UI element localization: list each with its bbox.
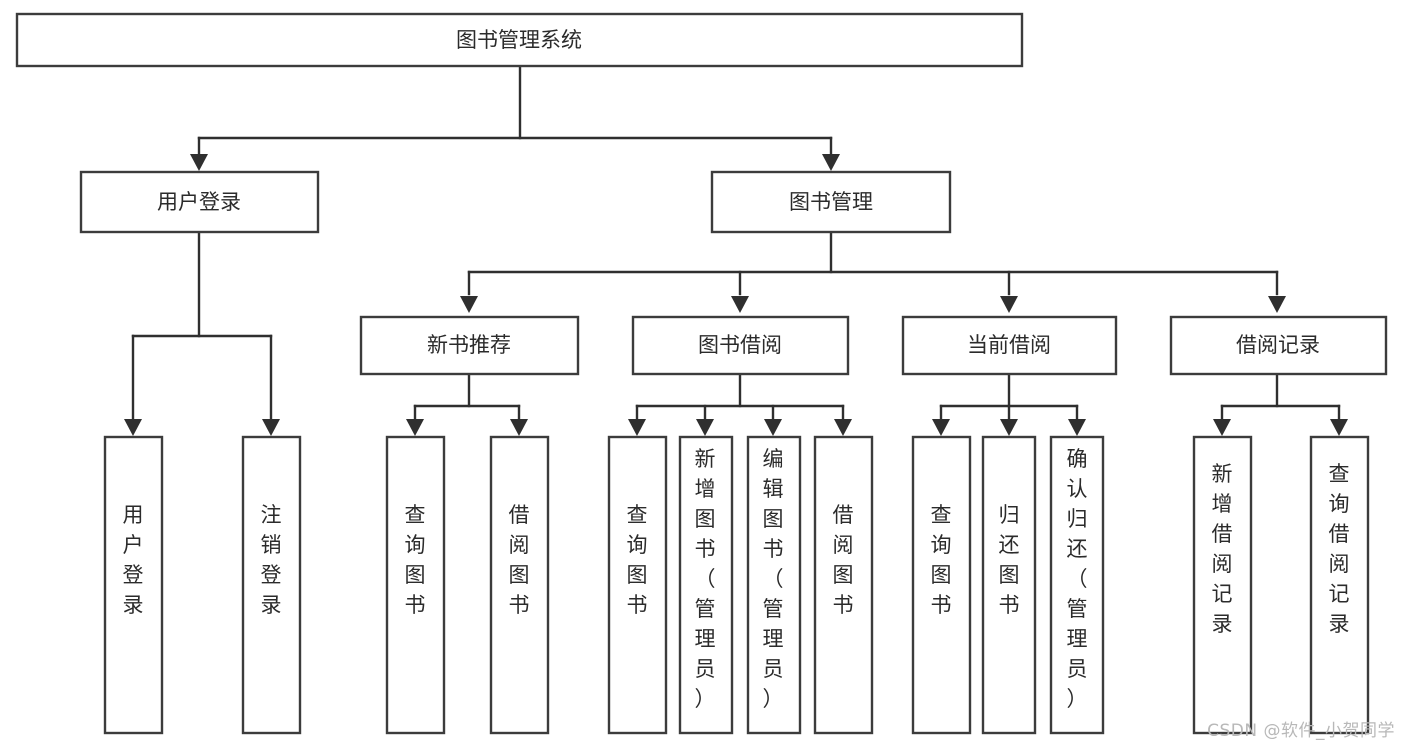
node-book-management-box[interactable] [710, 170, 952, 234]
node-current-borrow-label: 当前借阅 [967, 333, 1051, 357]
arrowhead-to-leaf-borrow-book-a [510, 419, 528, 436]
node-book-borrow-box[interactable] [631, 315, 850, 376]
arrowhead-to-leaf-add-book [696, 419, 714, 436]
node-root-label: 图书管理系统 [456, 28, 582, 52]
node-leaf-query-book-a-box[interactable] [385, 435, 446, 735]
node-book-borrow-label: 图书借阅 [698, 333, 782, 357]
node-new-book-recommend-label: 新书推荐 [427, 333, 511, 357]
arrowhead-to-leaf-query-record [1330, 419, 1348, 436]
connector-group-bookborrow-to-leaves [628, 373, 852, 436]
arrowhead-to-leaf-query-book-b [628, 419, 646, 436]
node-leaf-add-book-box[interactable] [678, 435, 734, 735]
arrowhead-to-book-management [822, 154, 840, 171]
arrowhead-to-leaf-borrow-book-b [834, 419, 852, 436]
node-book-management-label: 图书管理 [789, 190, 873, 214]
connector-group-root-to-level2 [190, 64, 840, 171]
node-leaf-query-book-a[interactable]: 查询图书 [385, 435, 446, 735]
arrowhead-to-leaf-return-book [1000, 419, 1018, 436]
node-current-borrow-box[interactable] [901, 315, 1118, 376]
arrowhead-to-leaf-user-login [124, 419, 142, 436]
node-leaf-query-record-label: 查询借阅记录 [1329, 462, 1350, 636]
node-leaf-logout-label: 注销登录 [261, 503, 282, 617]
node-leaf-user-login-label: 用户登录 [123, 503, 144, 617]
node-leaf-query-record[interactable]: 查询借阅记录 [1309, 435, 1370, 735]
node-leaf-query-book-c[interactable]: 查询图书 [911, 435, 972, 735]
node-leaf-logout-box[interactable] [241, 435, 302, 735]
node-leaf-borrow-book-b-label: 借阅图书 [833, 503, 854, 617]
arrowhead-to-leaf-confirm-return [1068, 419, 1086, 436]
node-root-book-management-system[interactable]: 图书管理系统 [15, 12, 1024, 68]
node-leaf-edit-book[interactable]: 编辑图书（管理员） [746, 435, 802, 735]
node-leaf-add-record-label: 新增借阅记录 [1212, 462, 1233, 636]
node-leaf-query-book-c-box[interactable] [911, 435, 972, 735]
node-leaf-confirm-return-box[interactable] [1049, 435, 1105, 735]
node-leaf-user-login[interactable]: 用户登录 [103, 435, 164, 735]
connector-group-bookmgmt-to-level3 [460, 231, 1286, 313]
node-leaf-return-book-label: 归还图书 [999, 503, 1020, 617]
node-leaf-return-book-box[interactable] [981, 435, 1037, 735]
arrowhead-to-current-borrow [1000, 296, 1018, 313]
node-leaf-query-book-b-label: 查询图书 [627, 503, 648, 617]
connector-group-currentborrow-to-leaves [932, 373, 1086, 436]
node-leaf-borrow-book-b-box[interactable] [813, 435, 874, 735]
node-leaf-add-record-box[interactable] [1192, 435, 1253, 735]
node-leaf-query-book-a-label: 查询图书 [405, 503, 426, 617]
node-leaf-add-book[interactable]: 新增图书（管理员） [678, 435, 734, 735]
node-leaf-borrow-book-b[interactable]: 借阅图书 [813, 435, 874, 735]
arrowhead-to-leaf-edit-book [764, 419, 782, 436]
node-new-book-recommend-box[interactable] [359, 315, 580, 376]
node-leaf-confirm-return[interactable]: 确认归还（管理员） [1049, 435, 1105, 735]
node-leaf-edit-book-box[interactable] [746, 435, 802, 735]
connector-group-userlogin-to-leaves [124, 231, 280, 436]
node-borrow-record-box[interactable] [1169, 315, 1388, 376]
arrowhead-to-leaf-query-book-a [406, 419, 424, 436]
node-leaf-edit-book-label: 编辑图书（管理员） [763, 447, 784, 711]
arrowhead-to-user-login [190, 154, 208, 171]
node-leaf-confirm-return-label: 确认归还（管理员） [1067, 447, 1088, 711]
node-leaf-borrow-book-a-box[interactable] [489, 435, 550, 735]
node-leaf-query-record-box[interactable] [1309, 435, 1370, 735]
arrowhead-to-leaf-logout [262, 419, 280, 436]
arrowhead-to-new-book-recommend [460, 296, 478, 313]
connector-group-borrowrecord-to-leaves [1213, 373, 1348, 436]
node-leaf-query-book-b-box[interactable] [607, 435, 668, 735]
arrowhead-to-leaf-query-book-c [932, 419, 950, 436]
node-leaf-logout[interactable]: 注销登录 [241, 435, 302, 735]
node-current-borrow[interactable]: 当前借阅 [901, 315, 1118, 376]
node-borrow-record-label: 借阅记录 [1236, 333, 1320, 357]
node-leaf-add-book-label: 新增图书（管理员） [695, 447, 716, 711]
node-user-login-box[interactable] [79, 170, 320, 234]
node-root-box[interactable] [15, 12, 1024, 68]
node-leaf-query-book-c-label: 查询图书 [931, 503, 952, 617]
node-leaf-query-book-b[interactable]: 查询图书 [607, 435, 668, 735]
node-leaf-return-book[interactable]: 归还图书 [981, 435, 1037, 735]
node-book-management[interactable]: 图书管理 [710, 170, 952, 234]
node-new-book-recommend[interactable]: 新书推荐 [359, 315, 580, 376]
node-leaf-add-record[interactable]: 新增借阅记录 [1192, 435, 1253, 735]
node-user-login-label: 用户登录 [157, 190, 241, 214]
arrowhead-to-borrow-record [1268, 296, 1286, 313]
node-leaf-borrow-book-a-label: 借阅图书 [509, 503, 530, 617]
node-leaf-borrow-book-a[interactable]: 借阅图书 [489, 435, 550, 735]
connector-group-newbook-to-leaves [406, 373, 528, 436]
arrowhead-to-book-borrow [731, 296, 749, 313]
node-borrow-record[interactable]: 借阅记录 [1169, 315, 1388, 376]
arrowhead-to-leaf-add-record [1213, 419, 1231, 436]
node-book-borrow[interactable]: 图书借阅 [631, 315, 850, 376]
node-leaf-user-login-box[interactable] [103, 435, 164, 735]
node-user-login[interactable]: 用户登录 [79, 170, 320, 234]
